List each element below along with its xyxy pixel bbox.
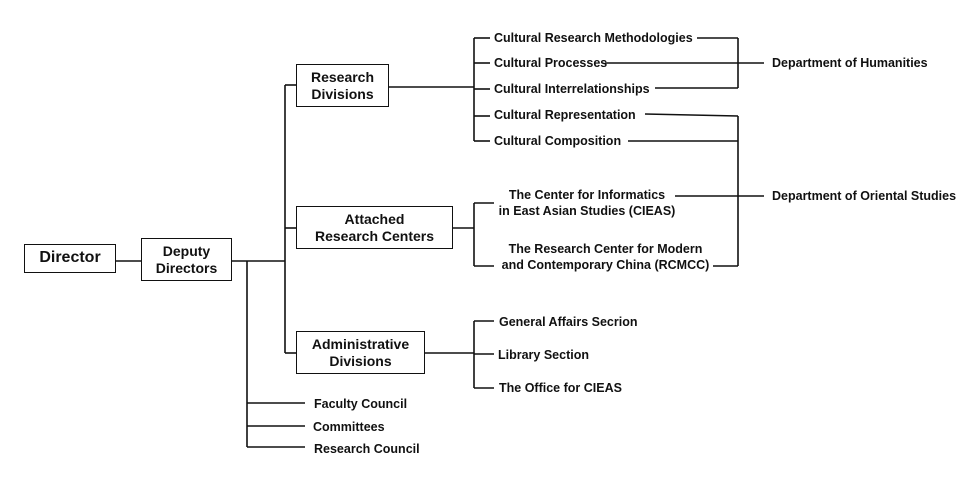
research-item-representation: Cultural Representation (494, 108, 636, 122)
research-item-processes: Cultural Processes (494, 56, 608, 70)
admin-item-library: Library Section (498, 348, 589, 362)
attached-research-centers-box: Attached Research Centers (296, 206, 453, 249)
research-divisions-box: Research Divisions (296, 64, 389, 107)
research-item-composition: Cultural Composition (494, 134, 622, 148)
council-research: Research Council (314, 442, 420, 456)
center-cieas: The Center for Informatics in East Asian… (498, 188, 676, 219)
admin-item-cieas-office: The Office for CIEAS (499, 381, 622, 395)
department-oriental-studies: Department of Oriental Studies (772, 189, 957, 203)
research-item-interrelationships: Cultural Interrelationships (494, 82, 650, 96)
administrative-divisions-box: Administrative Divisions (296, 331, 425, 374)
council-faculty: Faculty Council (314, 397, 408, 411)
deputy-directors-box: Deputy Directors (141, 238, 232, 281)
department-humanities: Department of Humanities (772, 56, 928, 70)
admin-item-general-affairs: General Affairs Secrion (499, 315, 638, 329)
center-rcmcc: The Research Center for Modern and Conte… (501, 242, 710, 273)
council-committees: Committees (313, 420, 385, 434)
director-box: Director (24, 244, 116, 273)
research-item-methodologies: Cultural Research Methodologies (494, 31, 693, 45)
